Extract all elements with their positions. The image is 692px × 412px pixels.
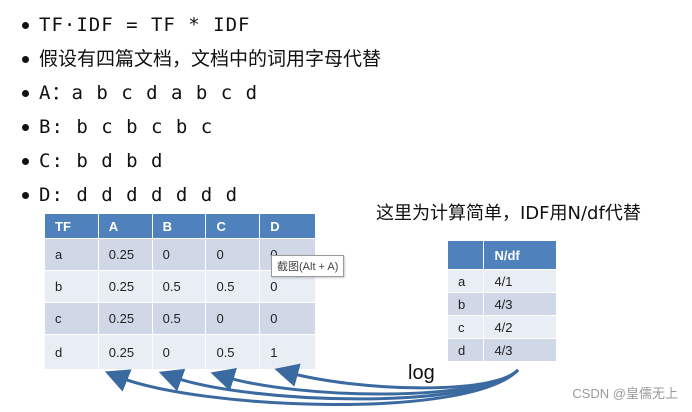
table-cell: 0.25: [97, 270, 153, 303]
bullet-dot-icon: [22, 55, 29, 63]
table-header-cell: D: [259, 213, 316, 239]
table-cell: 0.25: [97, 334, 153, 370]
table-cell: b: [446, 292, 485, 316]
table-cell: 4/3: [483, 292, 557, 316]
table-cell: 4/1: [483, 269, 557, 293]
bullet-dot-icon: [22, 89, 29, 97]
table-cell: 0: [259, 302, 316, 335]
screenshot-tooltip: 截图(Alt + A): [271, 255, 345, 277]
table-cell: a: [44, 238, 99, 271]
bullet-dot-icon: [22, 123, 29, 131]
bullet-dot-icon: [22, 157, 29, 165]
ndf-table: N/df a 4/1 b 4/3 c 4/2 d 4/3: [446, 240, 557, 362]
tf-table: TF A B C D a 0.25 0 0 0 b 0.25 0.5 0.5 0…: [44, 213, 316, 370]
table-row: a 4/1: [446, 269, 557, 293]
table-cell: 0: [151, 334, 207, 370]
log-label: log: [408, 362, 435, 384]
bullet-text: C: b d b d: [39, 150, 164, 172]
table-header-cell: N/df: [483, 240, 557, 270]
bullet-list: TF·IDF = TF * IDF 假设有四篇文档，文档中的词用字母代替 A：a…: [22, 8, 381, 212]
bullet-text: 假设有四篇文档，文档中的词用字母代替: [39, 48, 382, 70]
table-cell: 4/3: [483, 338, 557, 362]
bullet-text: A：a b c d a b c d: [39, 82, 259, 104]
bullet-item: B: b c b c b c: [22, 110, 381, 144]
bullet-text: D: d d d d d d d: [39, 184, 239, 206]
bullet-text: B: b c b c b c: [39, 116, 214, 138]
bullet-dot-icon: [22, 21, 29, 29]
bullet-dot-icon: [22, 191, 29, 199]
idf-note: 这里为计算简单，IDF用N/df代替: [376, 203, 641, 224]
table-cell: 4/2: [483, 315, 557, 339]
bullet-item: 假设有四篇文档，文档中的词用字母代替: [22, 42, 381, 76]
table-row: c 0.25 0.5 0 0: [44, 302, 316, 335]
table-cell: 0.5: [151, 302, 207, 335]
table-cell: 0.25: [97, 302, 153, 335]
table-cell: c: [44, 302, 99, 335]
table-header-cell: A: [97, 213, 153, 239]
table-row: d 4/3: [446, 338, 557, 362]
bullet-text: TF·IDF = TF * IDF: [39, 14, 251, 36]
table-cell: a: [446, 269, 485, 293]
watermark: CSDN @皇儒无上: [572, 386, 678, 401]
bullet-item: C: b d b d: [22, 144, 381, 178]
bullet-item: A：a b c d a b c d: [22, 76, 381, 110]
table-cell: d: [44, 334, 99, 370]
table-header-row: TF A B C D: [44, 213, 316, 239]
table-row: b 4/3: [446, 292, 557, 316]
table-cell: 0: [205, 302, 261, 335]
table-cell: d: [446, 338, 485, 362]
table-header-row: N/df: [446, 240, 557, 270]
table-header-cell: TF: [44, 213, 99, 239]
table-header-cell: [446, 240, 485, 270]
table-cell: 0.25: [97, 238, 153, 271]
table-cell: 0.5: [205, 270, 261, 303]
table-header-cell: B: [151, 213, 207, 239]
bullet-item: D: d d d d d d d: [22, 178, 381, 212]
bullet-item: TF·IDF = TF * IDF: [22, 8, 381, 42]
arrow-d-curve: [274, 363, 520, 390]
table-cell: b: [44, 270, 99, 303]
